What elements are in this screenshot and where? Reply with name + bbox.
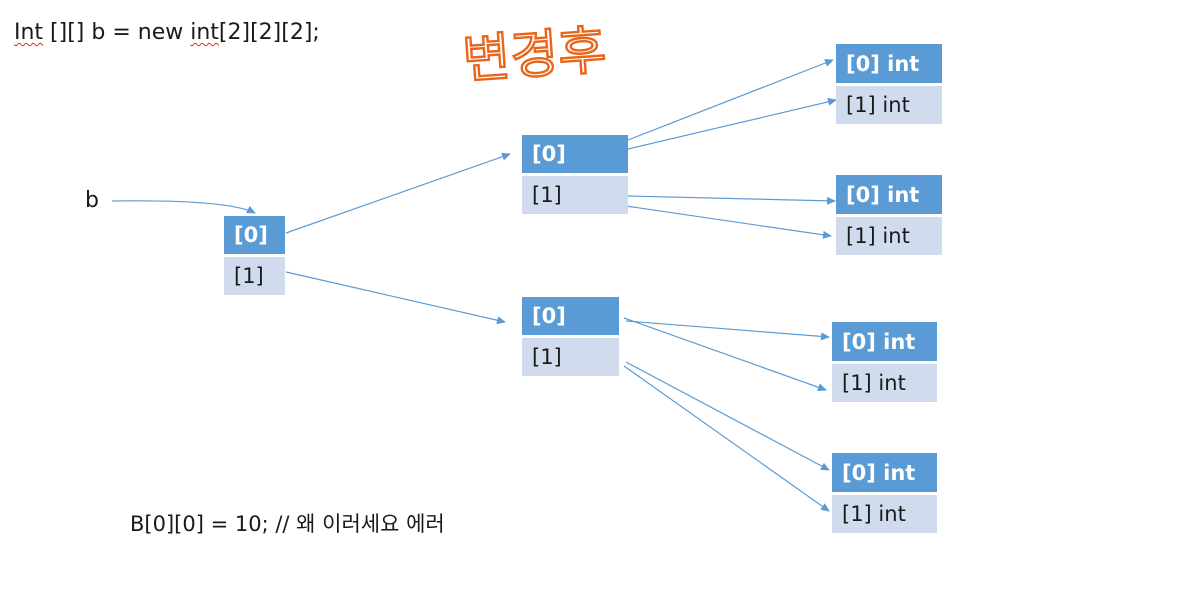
declaration-middle: [][] b = new bbox=[43, 20, 191, 45]
level3d-cell-0: [0] int bbox=[832, 453, 937, 492]
handwritten-note-text: 변경후 bbox=[461, 21, 608, 91]
assignment-error-code: B[0][0] = 10; // 왜 이러세요 에러 bbox=[130, 512, 445, 536]
arrow-b-to-level1 bbox=[111, 200, 256, 214]
level2a-cell-0: [0] bbox=[522, 135, 628, 173]
level2b-cell-0: [0] bbox=[522, 297, 619, 335]
int-keyword: Int bbox=[14, 20, 44, 45]
level3a-cell-1: [1] int bbox=[836, 86, 942, 124]
arrow-l2b-0-to-l3c-0 bbox=[625, 320, 830, 341]
level2a-cell-1: [1] bbox=[522, 176, 628, 214]
level3d-cell-1: [1] int bbox=[832, 495, 937, 533]
level1-cell-1: [1] bbox=[224, 257, 285, 295]
arrow-l2b-0-to-l3c-1 bbox=[623, 317, 827, 392]
variable-b-label: b bbox=[85, 188, 99, 213]
handwritten-note: 변경후 bbox=[460, 20, 610, 92]
level3c-cell-0: [0] int bbox=[832, 322, 937, 361]
int-type: int bbox=[190, 20, 219, 45]
level2b-cell-1: [1] bbox=[522, 338, 619, 376]
arrow-l2a-0-to-l3a-1 bbox=[627, 97, 837, 150]
array-declaration-code: Int [][] b = new int[2][2][2]; bbox=[14, 20, 320, 45]
arrow-l2b-1-to-l3d-0 bbox=[625, 361, 830, 471]
level1-cell-0: [0] bbox=[224, 216, 285, 254]
arrow-l2a-1-to-l3b-0 bbox=[627, 195, 836, 205]
level3a-cell-0: [0] int bbox=[836, 44, 942, 83]
level3c-cell-1: [1] int bbox=[832, 364, 937, 402]
arrow-l2a-1-to-l3b-1 bbox=[625, 205, 832, 239]
level3b-cell-1: [1] int bbox=[836, 217, 942, 255]
level3b-cell-0: [0] int bbox=[836, 175, 942, 214]
declaration-suffix: [2][2][2]; bbox=[218, 20, 320, 45]
arrow-l2b-1-to-l3d-1 bbox=[623, 365, 830, 512]
arrow-l1-0-to-l2a bbox=[285, 152, 511, 234]
arrow-l1-1-to-l2b bbox=[285, 271, 506, 325]
arrow-l2a-0-to-l3a-0 bbox=[627, 59, 834, 141]
